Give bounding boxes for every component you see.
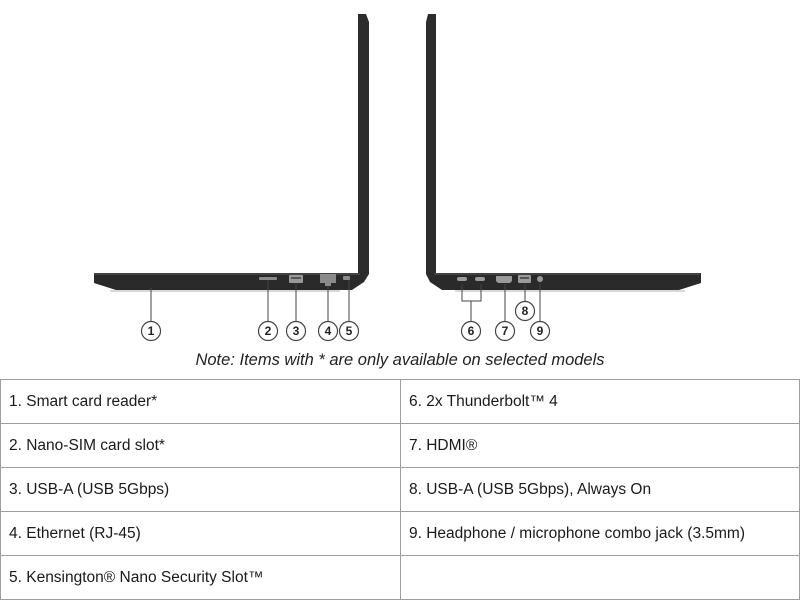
port-cell: 1. Smart card reader* [0, 379, 401, 424]
callout-number: 8 [522, 304, 529, 318]
thunderbolt-port-1-icon [457, 277, 467, 281]
callout-number: 9 [537, 324, 544, 338]
callout-circle [494, 320, 516, 342]
table-row: 1. Smart card reader* 6. 2x Thunderbolt™… [0, 379, 800, 424]
callout-5: 5 [338, 320, 360, 342]
port-cell: 5. Kensington® Nano Security Slot™ [0, 555, 401, 600]
callout-circle [285, 320, 307, 342]
port-cell: 3. USB-A (USB 5Gbps) [0, 467, 401, 512]
port-cell: 9. Headphone / microphone combo jack (3.… [400, 511, 800, 556]
port-cell: 2. Nano-SIM card slot* [0, 423, 401, 468]
laptop-right-lid [426, 14, 436, 282]
callout-circle [257, 320, 279, 342]
callout-9: 9 [529, 320, 551, 342]
laptop-left-lid [358, 14, 369, 282]
callout-1: 1 [140, 320, 162, 342]
callout-number: 4 [325, 324, 332, 338]
port-cell: 6. 2x Thunderbolt™ 4 [400, 379, 800, 424]
callout-circle [460, 320, 482, 342]
note-line: Note: Items with * are only available on… [0, 349, 800, 371]
ethernet-port-icon [320, 274, 336, 286]
laptop-right-side-view [426, 14, 701, 321]
hdmi-port-icon [496, 276, 512, 283]
note-lead: Note [195, 351, 231, 369]
table-row: 5. Kensington® Nano Security Slot™ [0, 555, 800, 600]
security-slot-icon [343, 276, 350, 280]
table-row: 4. Ethernet (RJ-45) 9. Headphone / micro… [0, 511, 800, 556]
callout-4: 4 [317, 320, 339, 342]
callout-circle [140, 320, 162, 342]
callout-number: 1 [148, 324, 155, 338]
port-cell: 4. Ethernet (RJ-45) [0, 511, 401, 556]
ports-table: 1. Smart card reader* 6. 2x Thunderbolt™… [0, 379, 800, 600]
callout-number: 6 [468, 324, 475, 338]
port-cell: 7. HDMI® [400, 423, 800, 468]
callout-circle [338, 320, 360, 342]
laptop-left-side-view [94, 14, 369, 321]
port-cell [400, 555, 800, 600]
callout-8: 8 [514, 300, 536, 322]
table-row: 2. Nano-SIM card slot* 7. HDMI® [0, 423, 800, 468]
port-cell: 8. USB-A (USB 5Gbps), Always On [400, 467, 800, 512]
headphone-jack-icon [537, 276, 543, 282]
callout-2: 2 [257, 320, 279, 342]
callout-circle [317, 320, 339, 342]
nano-sim-slot-icon [259, 277, 277, 280]
thunderbolt-port-2-icon [475, 277, 485, 281]
note-text: : Items with * are only available on sel… [230, 351, 605, 369]
callout-number: 7 [502, 324, 509, 338]
callout-number: 5 [346, 324, 353, 338]
callout-7: 7 [494, 320, 516, 342]
callout-number: 3 [293, 324, 300, 338]
callout-3: 3 [285, 320, 307, 342]
callout-6: 6 [460, 320, 482, 342]
callout-circle [514, 300, 536, 322]
laptop-right-base [430, 273, 701, 290]
table-row: 3. USB-A (USB 5Gbps) 8. USB-A (USB 5Gbps… [0, 467, 800, 512]
callout-circle [529, 320, 551, 342]
callout-number: 2 [265, 324, 272, 338]
